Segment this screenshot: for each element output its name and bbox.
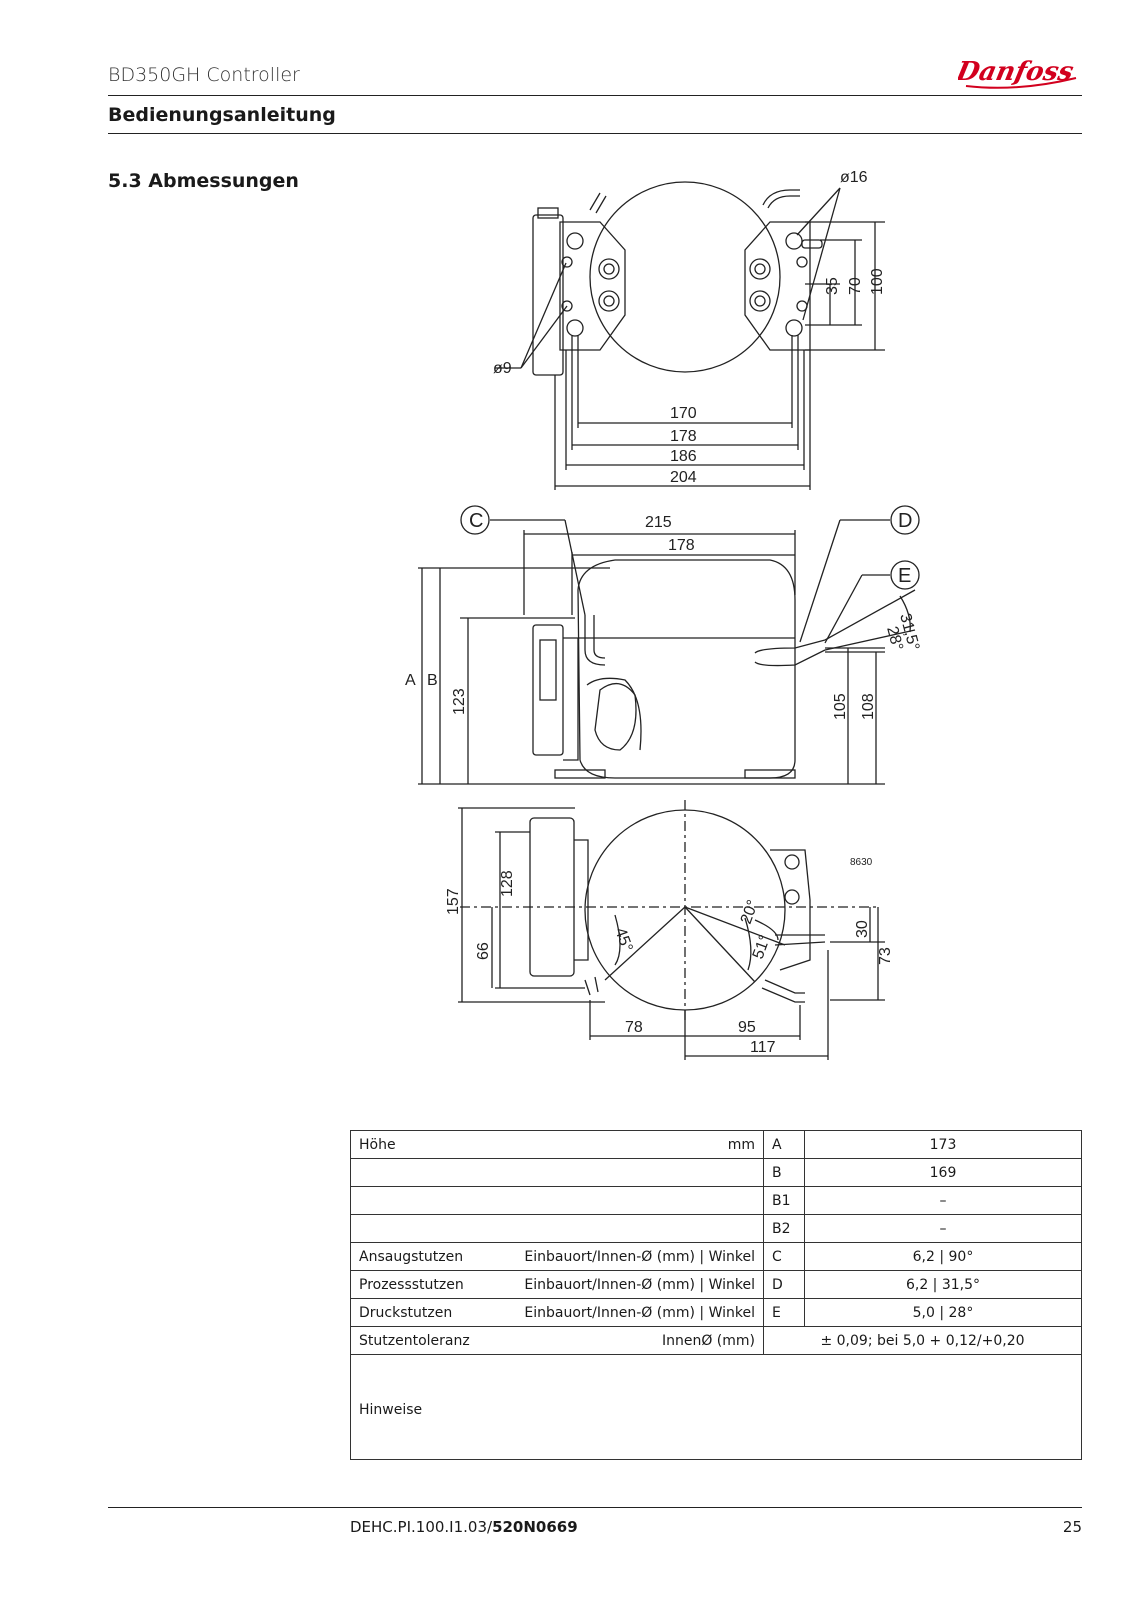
row-label: Höhe: [349, 1130, 491, 1159]
row-symbol: B2: [763, 1214, 805, 1243]
table-row: Prozessstutzen Einbauort/Innen-Ø (mm) | …: [349, 1270, 1082, 1299]
table-row: Höhe mm A 173: [349, 1130, 1082, 1159]
dim-178-top: 178: [670, 428, 697, 445]
side-view: [418, 519, 916, 785]
document-header-title: BD350GH Controller: [108, 64, 300, 86]
header-rule: [108, 95, 1082, 96]
table-row: B 169: [349, 1158, 1082, 1187]
callout-c: C: [469, 510, 483, 532]
dim-78: 78: [625, 1019, 643, 1036]
dim-angle-51: 51°: [750, 933, 774, 962]
dim-angle-45: 45°: [611, 926, 635, 955]
row-unit: [490, 1214, 764, 1243]
dim-157: 157: [445, 888, 462, 915]
notes-label: Hinweise: [350, 1354, 1082, 1460]
dim-128: 128: [499, 870, 516, 897]
row-label: [349, 1186, 491, 1215]
dim-204: 204: [670, 469, 697, 486]
document-number-prefix: DEHC.PI.100.I1.03/: [350, 1518, 493, 1536]
page-number: 25: [1062, 1518, 1082, 1536]
dim-170: 170: [670, 405, 697, 422]
row-value: 6,2 | 31,5°: [804, 1270, 1082, 1299]
table-row: Druckstutzen Einbauort/Innen-Ø (mm) | Wi…: [349, 1298, 1082, 1327]
dim-186: 186: [670, 448, 697, 465]
dim-o9: ø9: [493, 360, 512, 377]
document-subtitle: Bedienungsanleitung: [108, 104, 336, 126]
table-row: Stutzentoleranz InnenØ (mm) ± 0,09; bei …: [349, 1326, 1082, 1355]
footer-rule: [108, 1507, 1082, 1508]
subtitle-rule: [108, 133, 1082, 134]
row-value: 169: [804, 1158, 1082, 1187]
dim-123: 123: [451, 688, 468, 715]
dim-35: 35: [824, 277, 841, 295]
row-unit: mm: [490, 1130, 764, 1159]
dim-108: 108: [860, 693, 877, 720]
row-unit: [490, 1158, 764, 1187]
row-symbol: B: [763, 1158, 805, 1187]
dim-73: 73: [877, 947, 894, 965]
dim-178-side: 178: [668, 537, 695, 554]
dim-117: 117: [750, 1039, 776, 1056]
row-symbol: A: [763, 1130, 805, 1159]
table-row: B1 –: [349, 1186, 1082, 1215]
callout-d: D: [898, 510, 912, 532]
row-label: [349, 1214, 491, 1243]
dim-angle-28: 28°: [883, 625, 906, 653]
row-label: [349, 1158, 491, 1187]
row-value: 173: [804, 1130, 1082, 1159]
row-value: 6,2 | 90°: [804, 1242, 1082, 1271]
table-row: Hinweise: [350, 1354, 1082, 1460]
row-symbol: C: [763, 1242, 805, 1271]
dim-b: B: [427, 672, 438, 689]
row-value: 5,0 | 28°: [804, 1298, 1082, 1327]
row-label: Druckstutzen: [349, 1298, 491, 1327]
table-row: Ansaugstutzen Einbauort/Innen-Ø (mm) | W…: [349, 1242, 1082, 1271]
dim-a: A: [405, 672, 416, 689]
section-title: 5.3 Abmessungen: [108, 170, 299, 192]
row-symbol: B1: [763, 1186, 805, 1215]
dim-70: 70: [847, 277, 864, 295]
document-number: DEHC.PI.100.I1.03/520N0669: [350, 1518, 578, 1536]
callout-c-icon: [460, 505, 490, 535]
row-unit: Einbauort/Innen-Ø (mm) | Winkel: [490, 1270, 764, 1299]
dimension-drawing: ø16 35 70 100 ø9 170 178 186 204 C D E 2…: [405, 169, 922, 1060]
bottom-view: [458, 800, 885, 1060]
tolerance-label: Stutzentoleranz: [349, 1326, 491, 1355]
dim-66: 66: [475, 942, 492, 960]
callout-e: E: [898, 565, 911, 587]
row-label: Ansaugstutzen: [349, 1242, 491, 1271]
dim-215: 215: [645, 514, 672, 531]
row-value: –: [804, 1214, 1082, 1243]
row-label: Prozessstutzen: [349, 1270, 491, 1299]
row-symbol: E: [763, 1298, 805, 1327]
row-unit: Einbauort/Innen-Ø (mm) | Winkel: [490, 1242, 764, 1271]
document-number-bold: 520N0669: [492, 1518, 578, 1536]
row-value: –: [804, 1186, 1082, 1215]
dim-100: 100: [869, 268, 886, 295]
tolerance-unit: InnenØ (mm): [490, 1326, 764, 1355]
dim-o16: ø16: [840, 169, 868, 186]
dim-95: 95: [738, 1019, 756, 1036]
tolerance-value: ± 0,09; bei 5,0 + 0,12/+0,20: [763, 1326, 1082, 1355]
top-view: [495, 181, 885, 490]
row-symbol: D: [763, 1270, 805, 1299]
dimension-table: Höhe mm A 173 B 169 B1 – B2 – Ansaugstut…: [349, 1130, 1082, 1460]
callout-d-icon: [890, 505, 920, 535]
danfoss-logo: Danfoss: [958, 56, 1076, 89]
dim-105: 105: [832, 693, 849, 720]
row-unit: Einbauort/Innen-Ø (mm) | Winkel: [490, 1298, 764, 1327]
drawing-reference: 8630: [850, 857, 873, 868]
dim-30: 30: [854, 920, 871, 938]
table-row: B2 –: [349, 1214, 1082, 1243]
row-unit: [490, 1186, 764, 1215]
callout-e-icon: [890, 560, 920, 590]
